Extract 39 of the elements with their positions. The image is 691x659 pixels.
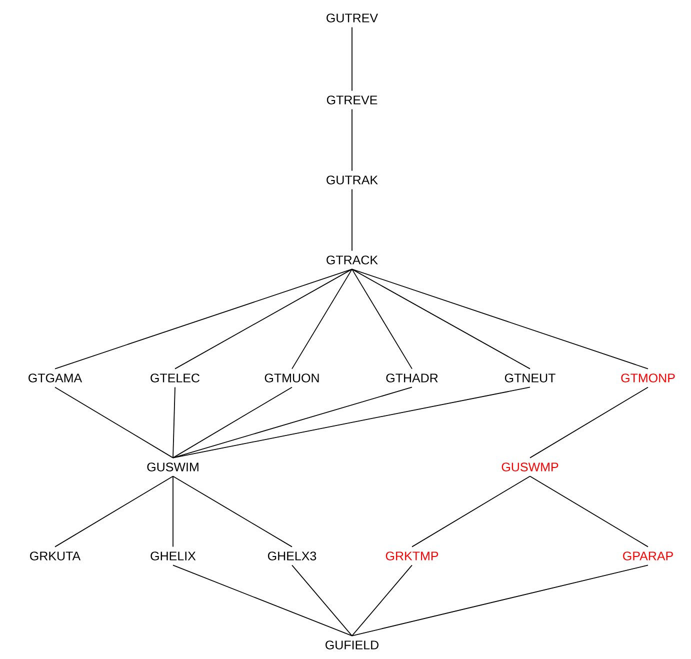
node-label: GHELIX <box>150 552 196 560</box>
connector-line <box>352 564 412 636</box>
node-label: GTELEC <box>150 374 200 382</box>
node-label: GTMUON <box>264 374 319 382</box>
connector-line <box>172 476 174 548</box>
connector-line <box>172 386 530 458</box>
connector-line <box>412 476 530 548</box>
node-label: GUSWIM <box>147 462 198 472</box>
node-label: GUFIELD <box>326 640 378 650</box>
connector-line <box>352 268 530 370</box>
node-label: GTRACK <box>326 256 378 264</box>
connector-line <box>352 564 648 636</box>
connector-line <box>54 476 174 548</box>
connector-line <box>54 386 174 458</box>
node-label: GPARAP <box>623 552 673 560</box>
node-label: GUTREV <box>326 14 378 22</box>
connector-line <box>172 564 352 636</box>
connector-line <box>172 386 176 458</box>
connector-line <box>172 386 292 458</box>
node-label: GUSWMP <box>502 462 558 472</box>
connector-line <box>54 268 352 370</box>
connector-line <box>172 386 412 458</box>
connector-line <box>530 476 648 548</box>
connector-line <box>530 386 648 458</box>
node-label: GTMONP <box>621 374 675 382</box>
node-label: GTGAMA <box>28 374 82 382</box>
node-label: GTNEUT <box>504 374 556 382</box>
connector-line <box>172 476 292 548</box>
node-label: GRKUTA <box>30 552 81 560</box>
connector-line <box>352 268 648 370</box>
connector-line <box>292 268 352 370</box>
node-label: GTREVE <box>326 96 378 104</box>
connector-line <box>174 268 352 370</box>
connector-line <box>352 268 412 370</box>
node-label: GTHADR <box>386 374 438 382</box>
node-label: GHELX3 <box>268 552 316 560</box>
node-label: GUTRAK <box>326 176 378 184</box>
node-label: GRKTMP <box>386 552 438 560</box>
connector-line <box>292 564 352 636</box>
